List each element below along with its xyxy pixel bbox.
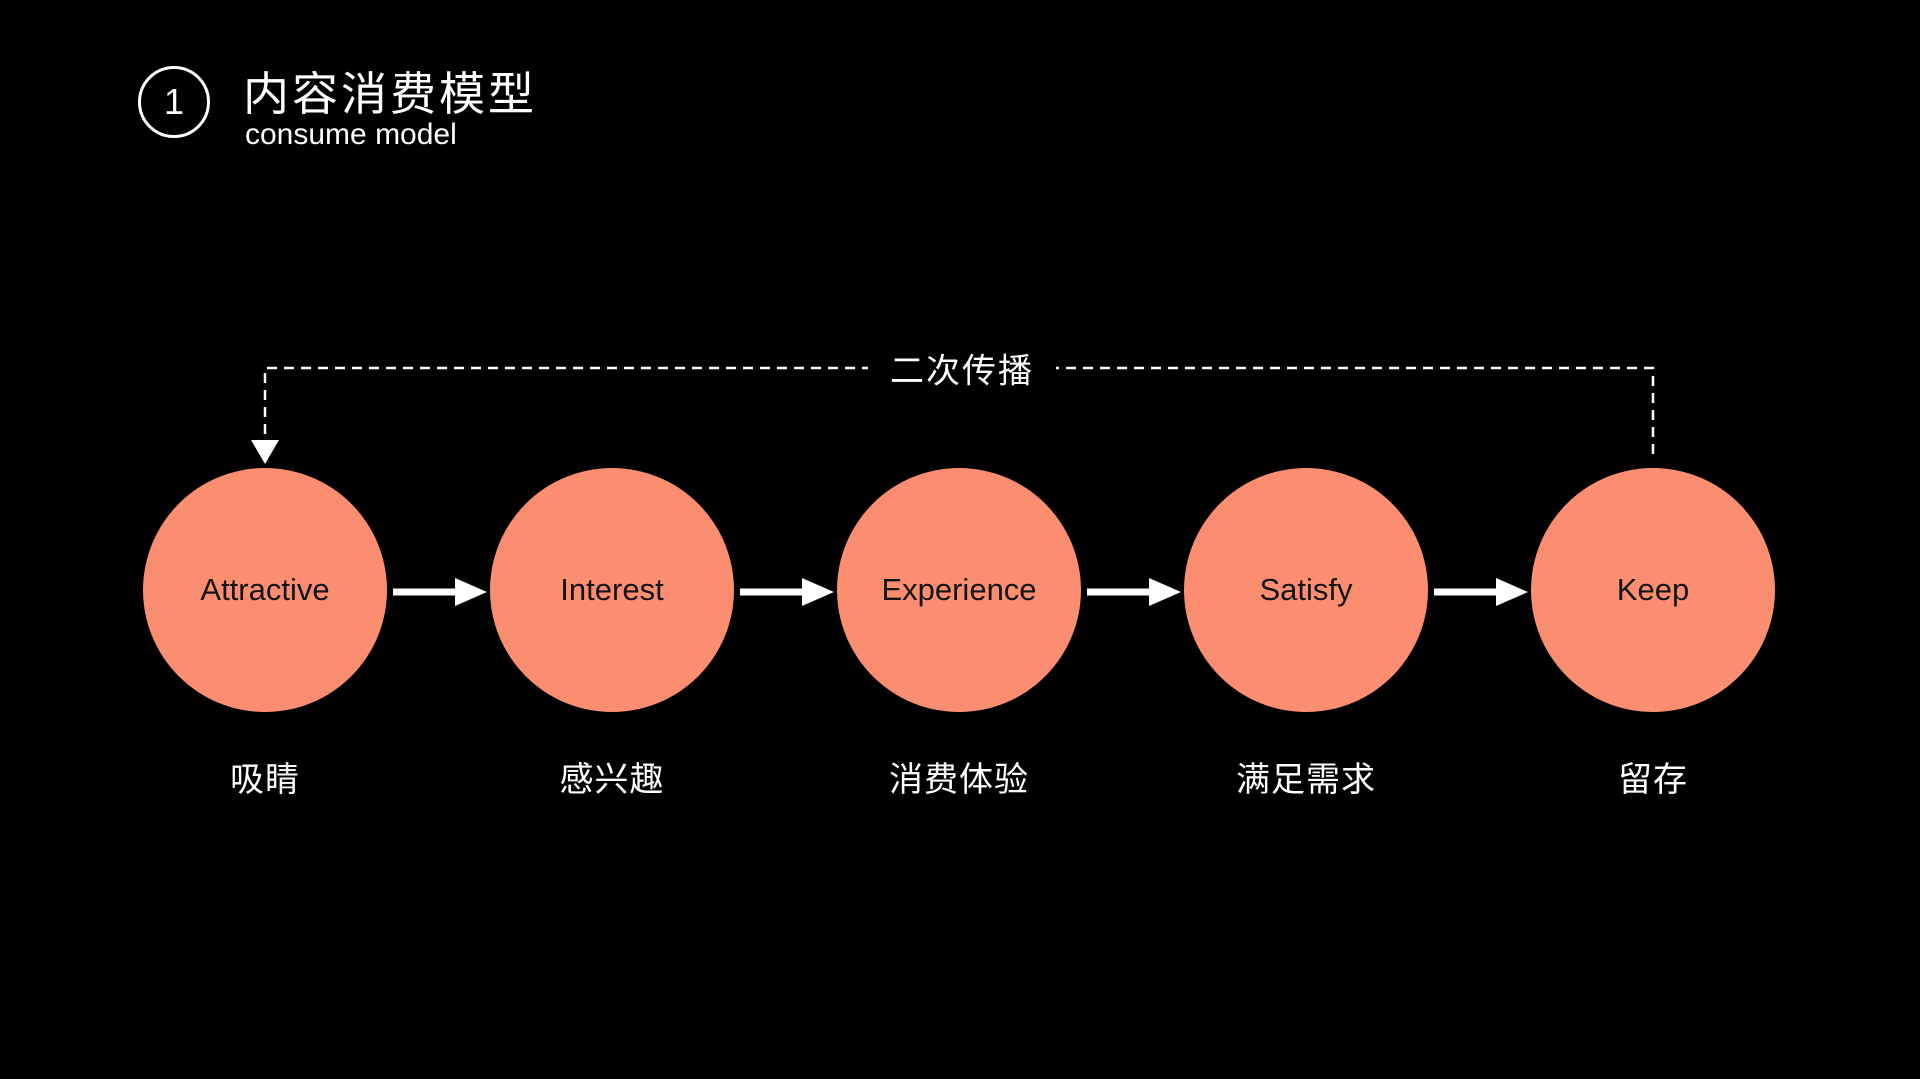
stage-interest: Interest 感兴趣 [490,468,734,801]
stage-circle: Keep [1531,468,1775,712]
stage-label-zh: 感兴趣 [559,761,665,799]
flow-arrow-head-icon [455,578,487,606]
stage-circle: Interest [490,468,734,712]
flow-arrow-2 [740,578,834,606]
stage-label-zh: 吸睛 [230,761,300,799]
feedback-label: 二次传播 [868,341,1056,395]
stage-keep: Keep 留存 [1531,468,1775,801]
stage-satisfy: Satisfy 满足需求 [1184,468,1428,801]
feedback-arrowhead-icon [251,440,279,464]
page-subtitle: consume model [245,118,457,151]
stage-label-zh: 留存 [1618,761,1688,799]
flow-arrow-1 [393,578,487,606]
flow-arrow-4 [1434,578,1528,606]
stage-label-zh: 满足需求 [1236,761,1376,799]
section-number-badge: 1 [138,66,210,138]
stage-experience: Experience 消费体验 [837,468,1081,801]
stage-circle: Satisfy [1184,468,1428,712]
stage-circle: Attractive [143,468,387,712]
flow-arrow-head-icon [1149,578,1181,606]
page-title: 内容消费模型 [243,68,537,120]
stage-label-zh: 消费体验 [889,761,1029,799]
flow-arrow-head-icon [1496,578,1528,606]
flow-arrow-3 [1087,578,1181,606]
flow-arrow-head-icon [802,578,834,606]
stage-circle: Experience [837,468,1081,712]
feedback-dashed-path [263,366,1655,454]
stage-attractive: Attractive 吸睛 [143,468,387,801]
